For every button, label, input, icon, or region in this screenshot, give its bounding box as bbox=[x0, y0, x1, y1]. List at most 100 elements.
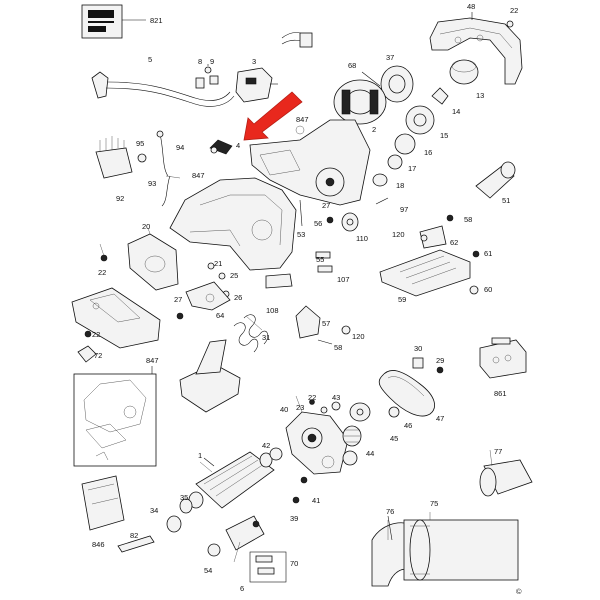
part-label-107: 107 bbox=[337, 275, 350, 284]
part-label-34: 34 bbox=[150, 506, 158, 515]
part-label-62: 62 bbox=[450, 238, 458, 247]
part-label-94: 94 bbox=[176, 143, 184, 152]
part-label-27b: 27 bbox=[174, 295, 182, 304]
part-label-2: 2 bbox=[372, 125, 376, 134]
part-label-20: 20 bbox=[142, 222, 150, 231]
part-spout-51 bbox=[475, 161, 516, 199]
part-belt-47 bbox=[378, 370, 435, 417]
part-screw-97 bbox=[375, 197, 389, 205]
part-label-75: 75 bbox=[430, 499, 438, 508]
part-label-31: 31 bbox=[262, 333, 270, 342]
part-nut-18 bbox=[372, 173, 388, 187]
part-label-40: 40 bbox=[280, 405, 288, 414]
part-label-108: 108 bbox=[266, 306, 279, 315]
part-label-5: 5 bbox=[148, 55, 152, 64]
part-gear-housing-40 bbox=[285, 411, 349, 475]
part-label-53: 53 bbox=[297, 230, 305, 239]
part-label-57: 57 bbox=[322, 319, 330, 328]
part-label-120b: 120 bbox=[352, 332, 365, 341]
part-label-68: 68 bbox=[348, 61, 356, 70]
part-tube-75 bbox=[403, 519, 519, 581]
part-nut-95 bbox=[137, 153, 147, 163]
part-connector-9 bbox=[195, 75, 219, 89]
part-manual-821 bbox=[81, 4, 123, 39]
part-stator-2 bbox=[333, 79, 387, 125]
part-label-17: 17 bbox=[408, 164, 416, 173]
part-connector-8 bbox=[204, 64, 212, 74]
part-actuator-4 bbox=[209, 139, 233, 155]
part-depth-plate-59 bbox=[379, 249, 471, 297]
part-label-120: 120 bbox=[392, 230, 405, 239]
part-label-64: 64 bbox=[216, 311, 224, 320]
part-label-23: 23 bbox=[296, 403, 304, 412]
part-label-77: 77 bbox=[494, 447, 502, 456]
part-label-42: 42 bbox=[262, 441, 270, 450]
part-label-44: 44 bbox=[366, 449, 374, 458]
part-label-6: 6 bbox=[240, 584, 244, 593]
part-label-861: 861 bbox=[494, 389, 507, 398]
part-spring-31 bbox=[233, 314, 269, 353]
part-knob-13 bbox=[449, 59, 479, 85]
part-cover-20 bbox=[127, 233, 179, 291]
part-brush-6 bbox=[225, 515, 265, 551]
part-label-821: 821 bbox=[150, 16, 163, 25]
part-sole-plate bbox=[71, 287, 161, 349]
part-brushes-70 bbox=[249, 551, 287, 583]
part-pulley-46 bbox=[349, 402, 371, 422]
part-label-22d: 22 bbox=[308, 393, 316, 402]
part-brushholder-92 bbox=[95, 136, 133, 179]
part-label-14: 14 bbox=[452, 107, 460, 116]
part-label-4: 4 bbox=[236, 141, 240, 150]
part-labels: 821 48 22 5 8 9 3 68 37 13 14 4 95 94 2 … bbox=[92, 2, 518, 593]
part-label-15: 15 bbox=[440, 131, 448, 140]
part-label-55: 55 bbox=[316, 255, 324, 264]
part-housing-847 bbox=[249, 119, 371, 206]
part-label-16: 16 bbox=[424, 148, 432, 157]
part-nozzle-77 bbox=[479, 459, 533, 497]
part-label-18: 18 bbox=[396, 181, 404, 190]
part-label-13: 13 bbox=[476, 91, 484, 100]
part-label-95: 95 bbox=[136, 139, 144, 148]
part-gear-15 bbox=[405, 105, 435, 135]
part-label-48: 48 bbox=[467, 2, 475, 11]
part-label-58: 58 bbox=[464, 215, 472, 224]
part-label-846: 846 bbox=[92, 540, 105, 549]
part-cable-94 bbox=[156, 130, 169, 177]
part-kit-box-861 bbox=[479, 337, 527, 379]
part-label-46: 46 bbox=[404, 421, 412, 430]
part-label-60: 60 bbox=[484, 285, 492, 294]
part-label-72: 72 bbox=[94, 351, 102, 360]
part-label-3: 3 bbox=[252, 57, 256, 66]
part-pulley-45 bbox=[342, 425, 362, 447]
part-label-58b: 58 bbox=[334, 343, 342, 352]
part-gear-16 bbox=[394, 133, 416, 155]
part-gear-17 bbox=[387, 154, 403, 170]
part-label-21: 21 bbox=[214, 259, 222, 268]
part-label-54: 54 bbox=[204, 566, 212, 575]
part-label-29: 29 bbox=[436, 356, 444, 365]
red-arrow-icon bbox=[243, 91, 303, 141]
part-label-847b: 847 bbox=[192, 171, 205, 180]
part-label-97: 97 bbox=[400, 205, 408, 214]
part-label-37: 37 bbox=[386, 53, 394, 62]
part-screw-56 bbox=[326, 216, 334, 224]
part-label-27: 27 bbox=[322, 201, 330, 210]
part-label-26: 26 bbox=[234, 293, 242, 302]
part-label-22: 22 bbox=[510, 6, 518, 15]
part-label-39: 39 bbox=[290, 514, 298, 523]
part-label-847: 847 bbox=[296, 115, 309, 124]
leader-lines bbox=[99, 175, 493, 563]
part-label-30: 30 bbox=[414, 344, 422, 353]
highlight-arrow bbox=[243, 91, 303, 141]
part-label-22c: 22 bbox=[92, 330, 100, 339]
part-label-41: 41 bbox=[312, 496, 320, 505]
part-label-82: 82 bbox=[130, 531, 138, 540]
part-label-93: 93 bbox=[148, 179, 156, 188]
part-label-22b: 22 bbox=[98, 268, 106, 277]
part-label-8: 8 bbox=[198, 57, 202, 66]
part-label-1: 1 bbox=[198, 451, 202, 460]
part-label-45: 45 bbox=[390, 434, 398, 443]
part-label-61: 61 bbox=[484, 249, 492, 258]
part-label-35: 35 bbox=[180, 493, 188, 502]
